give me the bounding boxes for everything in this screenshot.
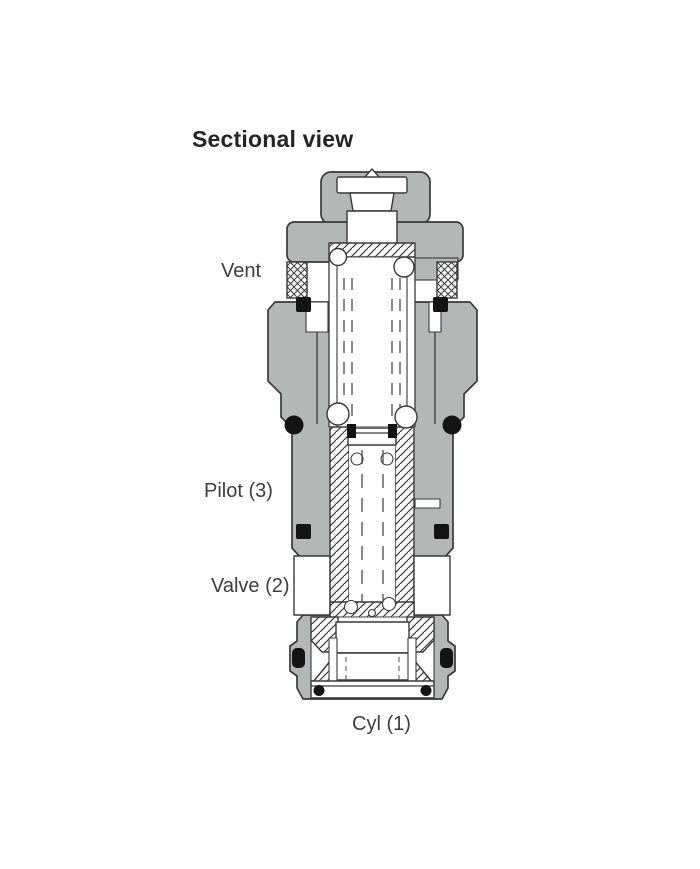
seat-ball-left [343, 599, 359, 615]
valve-seat [329, 596, 415, 619]
o-ring-mid-left [284, 415, 304, 435]
spring-seat-ball-left [328, 247, 348, 267]
seat-pin [367, 608, 377, 618]
bottom-seal-right [420, 685, 432, 696]
o-ring-mid-right [442, 415, 462, 435]
nose-interior [292, 616, 453, 699]
sleeve-wall-left [329, 426, 350, 619]
screw-neck [349, 192, 395, 212]
pilot-ball-left [350, 452, 364, 466]
pilot-ball-right [380, 452, 394, 466]
valve-sleeve-right [413, 555, 451, 616]
bottom-cap [310, 680, 435, 699]
bore-passages [305, 301, 442, 424]
poppet-slot-right [407, 637, 417, 683]
pilot-seal-left [347, 424, 356, 438]
o-ring-nose-right [440, 648, 453, 668]
chamber-ball-left [326, 402, 350, 426]
pilot-sleeve [329, 424, 415, 619]
knurl-right [436, 261, 458, 299]
knurl-left [286, 261, 308, 299]
label-valve: Valve (2) [211, 575, 290, 597]
valve-sleeve-left [293, 555, 331, 616]
pilot-seal-right [388, 424, 397, 438]
o-ring-lower-right [434, 524, 449, 539]
seat-ball-right [381, 596, 397, 612]
label-cyl: Cyl (1) [352, 713, 411, 735]
o-ring-nose-left [292, 648, 305, 668]
poppet-upper [335, 621, 410, 654]
page-title: Sectional view [192, 126, 353, 152]
poppet-slot-left [328, 637, 338, 683]
o-ring-upper-right [433, 297, 448, 312]
sleeve-wall-right [394, 426, 415, 619]
adjusting-screw [336, 168, 408, 245]
o-ring-lower-left [296, 524, 311, 539]
screw-head [336, 176, 408, 194]
pilot-tube [336, 256, 408, 428]
spring-seat-ball-right [393, 256, 415, 278]
label-vent: Vent [221, 260, 261, 282]
vent-slot [414, 498, 441, 509]
o-ring-upper-left [296, 297, 311, 312]
bottom-seal-left [313, 685, 325, 696]
spring-chamber [328, 242, 416, 428]
poppet-lower [335, 652, 410, 681]
label-pilot: Pilot (3) [204, 480, 273, 502]
screw-shaft [346, 210, 398, 245]
chamber-ball-right [394, 405, 418, 429]
